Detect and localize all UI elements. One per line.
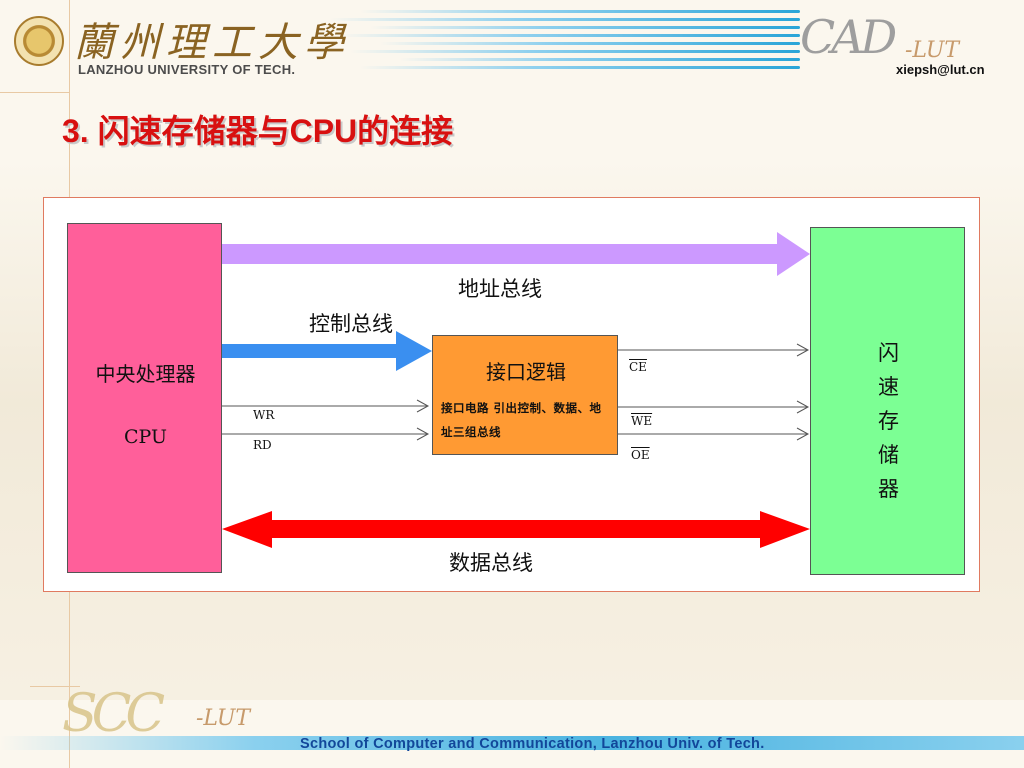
oe-signal-label: OE [631, 448, 650, 462]
connection-diagram: 中央处理器 CPU 闪速存储器 接口逻辑 接口电路 引出控制、数据、地址三组总线… [43, 197, 980, 592]
flash-memory-box: 闪速存储器 [810, 227, 965, 575]
lab-logo-sub: -LUT [905, 38, 960, 63]
we-signal-label: WE [631, 414, 653, 428]
university-name-cn: 蘭州理工大學 [74, 20, 350, 66]
contact-email: xiepsh@lut.cn [896, 62, 985, 77]
control-bus-arrow [222, 331, 432, 371]
cpu-abbr: CPU [123, 426, 167, 448]
cpu-box: 中央处理器 CPU [67, 223, 222, 573]
university-emblem-icon [14, 16, 64, 66]
slide-title: 3. 闪速存储器与CPU的连接 [62, 113, 454, 149]
lab-logo: CAD [800, 10, 897, 64]
control-bus-label: 控制总线 [309, 312, 393, 336]
interface-logic-box: 接口逻辑 接口电路 引出控制、数据、地址三组总线 [432, 335, 618, 455]
address-bus-label: 地址总线 [458, 277, 542, 301]
footer-logo: SCC [62, 684, 165, 744]
address-bus-arrow [222, 232, 810, 276]
decor-horizontal-line-bottom [30, 686, 80, 687]
flash-memory-name: 闪速存储器 [878, 341, 899, 501]
data-bus-label: 数据总线 [449, 551, 533, 575]
interface-logic-desc: 接口电路 引出控制、数据、地址三组总线 [441, 401, 602, 439]
ce-signal-label: CE [629, 360, 647, 374]
footer-bar [0, 736, 1024, 750]
data-bus-arrow [222, 511, 810, 548]
school-name: School of Computer and Communication, La… [300, 736, 765, 752]
footer-logo-sub: -LUT [196, 706, 251, 731]
cpu-name: 中央处理器 [95, 362, 196, 386]
header-stripes [330, 8, 800, 80]
decor-horizontal-line [0, 92, 70, 93]
wr-signal-label: WR [253, 408, 275, 422]
interface-logic-title: 接口逻辑 [486, 360, 566, 384]
bus-arrows [222, 232, 810, 548]
rd-signal-label: RD [253, 438, 272, 452]
university-name-en: LANZHOU UNIVERSITY OF TECH. [78, 62, 296, 77]
